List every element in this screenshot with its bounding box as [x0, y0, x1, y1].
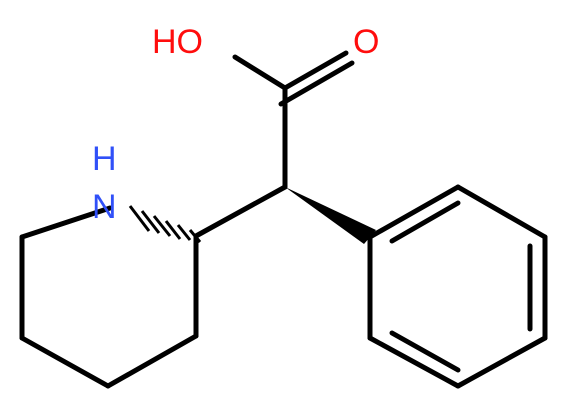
bond-c5-c4: [19, 335, 111, 389]
bond-ccarboxyl-oh: [232, 54, 288, 91]
wedge-bond-calpha-phenyl: [285, 187, 376, 244]
bond-c-o-double-outer: [282, 50, 349, 91]
bond-c4-c3: [105, 333, 199, 389]
bond-ph-5-inner: [389, 330, 461, 373]
hashed-wedge-bond-c2-n: [128, 205, 202, 243]
bond-ph-1: [367, 184, 461, 240]
nh-hydrogen-label: H: [92, 140, 117, 178]
nitrogen-label: N: [92, 188, 117, 226]
bond-ph-5: [367, 335, 461, 389]
bond-ph-1-inner: [389, 200, 461, 244]
bonds: [19, 50, 548, 389]
carbonyl-oxygen-label: O: [353, 23, 379, 61]
bond-c2-calpha: [193, 184, 288, 239]
bond-c-o-double-inner: [278, 60, 355, 107]
bond-n-c6: [19, 205, 113, 240]
bond-ph-4: [455, 335, 548, 389]
bond-ph-2: [455, 184, 548, 240]
hydroxyl-label: HO: [152, 23, 203, 61]
